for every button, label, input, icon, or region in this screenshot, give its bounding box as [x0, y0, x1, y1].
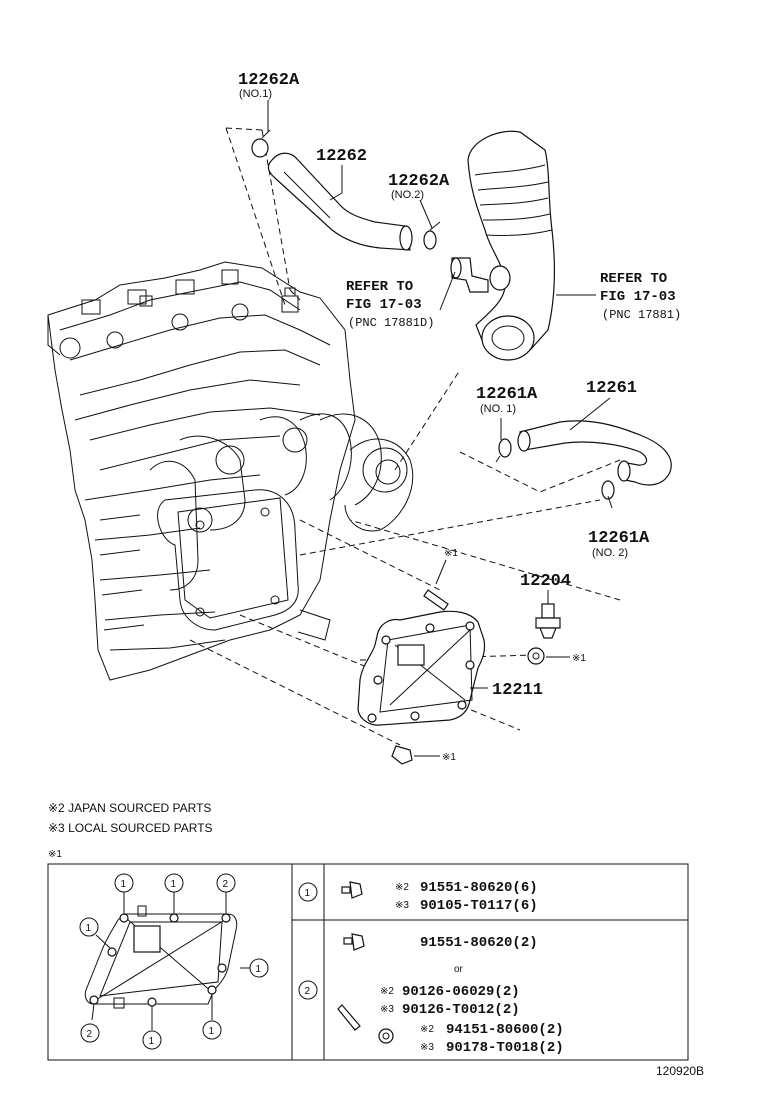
- row1-part2-mark: ※3: [395, 900, 409, 911]
- row1-part1-mark: ※2: [395, 882, 409, 893]
- note-local-sourced: ※3 LOCAL SOURCED PARTS: [48, 821, 213, 835]
- cover-key-2a: 2: [223, 879, 229, 890]
- row2-part2-number: 90126-06029(2): [402, 984, 520, 1000]
- mark-stud: ※1: [444, 548, 458, 559]
- cover-key-1c: 1: [86, 923, 92, 934]
- leader-lines: [267, 100, 613, 757]
- air-intake-hose-refer-right: [467, 130, 555, 361]
- row2-part2-mark: ※2: [380, 986, 394, 997]
- hose-clamp-12262a-no1: [251, 129, 271, 158]
- row2-key-circle: [298, 980, 318, 1000]
- cover-key-1a: 1: [121, 879, 127, 890]
- row2-part1-number: 91551-80620(2): [420, 935, 538, 951]
- hose-clamp-12262a-no2: [423, 221, 441, 250]
- ventilation-case-12211: [357, 610, 486, 726]
- callout-12262a-no2: 12262A: [388, 172, 450, 191]
- callout-12261a-no1: 12261A: [476, 385, 538, 404]
- refer-left-line2: FIG 17-03: [346, 297, 422, 313]
- note-japan-sourced: ※2 JAPAN SOURCED PARTS: [48, 801, 211, 815]
- refer-left-line1: REFER TO: [346, 279, 413, 295]
- flange-bolt: [391, 745, 413, 765]
- row1-key: 1: [305, 888, 311, 899]
- engine-block-illustration: [47, 261, 414, 681]
- callout-12262a-no2-sub: (NO.2): [391, 189, 424, 201]
- pcv-valve-12204: [535, 603, 561, 639]
- callout-12261a-no1-sub: (NO. 1): [480, 403, 516, 415]
- row1-key-circle: [298, 882, 318, 902]
- fastener-table: [47, 863, 689, 1061]
- row2-part4-mark: ※2: [420, 1024, 434, 1035]
- figure-code: 120920B: [656, 1064, 704, 1078]
- row2-part4-number: 94151-80600(2): [446, 1022, 564, 1038]
- callout-12262a-no1-sub: (NO.1): [239, 88, 272, 100]
- row2-key: 2: [305, 986, 311, 997]
- mark-bolt: ※1: [442, 752, 456, 763]
- hose-clamp-12261a-no2: [601, 480, 615, 500]
- row2-bolt-icon: [343, 933, 365, 951]
- row2-or: or: [454, 964, 464, 975]
- callout-12261a-no2: 12261A: [588, 529, 650, 548]
- cover-key-callouts: 1 1 2 1 1 2 1 1: [79, 873, 269, 1050]
- row2-part5-number: 90178-T0018(2): [446, 1040, 564, 1056]
- ventilation-hose-12261: [517, 420, 672, 486]
- row2-stud-icon: [337, 1004, 361, 1031]
- callout-12211: 12211: [492, 681, 543, 700]
- refer-right-line2: FIG 17-03: [600, 289, 676, 305]
- ventilation-hose-12262: [267, 152, 413, 251]
- cover-key-1b: 1: [171, 879, 177, 890]
- callout-12261: 12261: [586, 379, 637, 398]
- refer-right-line3: (PNC 17881): [602, 308, 681, 322]
- row2-part3-mark: ※3: [380, 1004, 394, 1015]
- flange-nut: [527, 647, 545, 665]
- cover-key-2b: 2: [87, 1029, 93, 1040]
- callout-12262a-no1: 12262A: [238, 71, 300, 90]
- cover-key-1e: 1: [149, 1036, 155, 1047]
- callout-12261a-no2-sub: (NO. 2): [592, 547, 628, 559]
- callout-12204: 12204: [520, 572, 571, 591]
- pcv-connector-refer-left: [450, 257, 489, 293]
- row2-nut-icon: [378, 1028, 394, 1044]
- refer-right-line1: REFER TO: [600, 271, 667, 287]
- cover-bolt-position-diagram: [84, 892, 250, 1030]
- refer-left-line3: (PNC 17881D): [348, 316, 434, 330]
- cover-key-1f: 1: [209, 1026, 215, 1037]
- row1-part1-number: 91551-80620(6): [420, 880, 538, 896]
- hose-clamp-12261a-no1: [495, 438, 512, 463]
- row2-part3-number: 90126-T0012(2): [402, 1002, 520, 1018]
- row1-bolt-icon: [341, 881, 363, 899]
- table-reference-mark: ※1: [48, 849, 62, 860]
- mark-nut: ※1: [572, 653, 586, 664]
- cover-key-1d: 1: [256, 964, 262, 975]
- stud-bolt: [423, 589, 449, 611]
- callout-12262: 12262: [316, 147, 367, 166]
- row2-part5-mark: ※3: [420, 1042, 434, 1053]
- row1-part2-number: 90105-T0117(6): [420, 898, 538, 914]
